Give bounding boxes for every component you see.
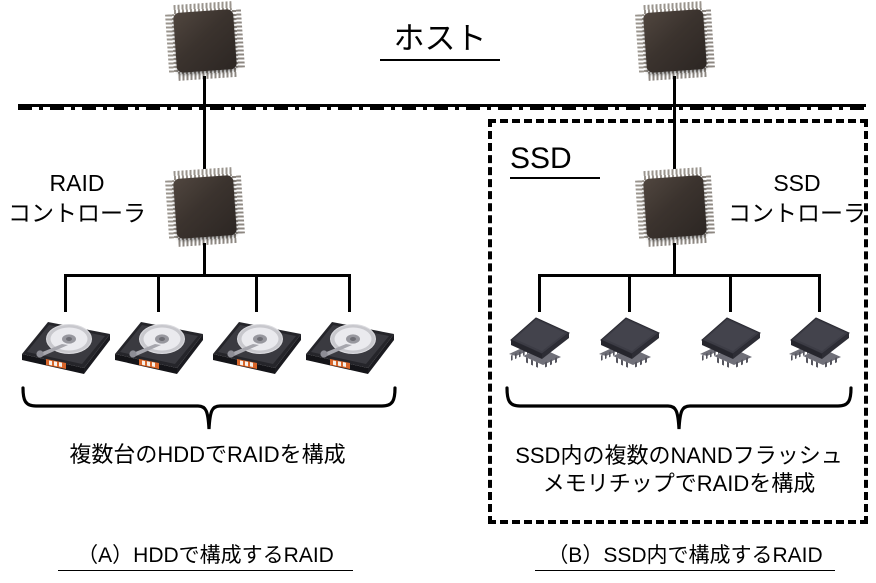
nand-chip-1 — [503, 310, 575, 368]
nand-flash-chip-icon — [700, 317, 761, 368]
hdd-group-brace — [14, 386, 404, 431]
curly-brace — [21, 386, 397, 430]
raid-controller-label-line1: RAID — [49, 170, 105, 196]
hdd-drop-2 — [157, 274, 160, 312]
hdd-drop-3 — [255, 274, 258, 312]
ssd-controller-chip — [633, 165, 716, 248]
nand-flash-chip-icon — [789, 317, 850, 368]
chip-body — [172, 8, 238, 74]
ssd-controller-bus-rail — [538, 274, 821, 277]
host-controller-chip-left — [163, 0, 246, 83]
raid-controller-bus-stem — [203, 243, 206, 275]
nand-chip-2 — [593, 310, 665, 368]
nand-group-caption-line1: SSD内の複数のNANDフラッシュ — [515, 443, 843, 468]
host-controller-chip-right — [633, 0, 716, 83]
nand-group-caption-line2: メモリチップでRAIDを構成 — [542, 471, 816, 496]
nand-group-brace — [498, 386, 860, 431]
host-to-ssd-controller-link — [673, 76, 676, 172]
hdd-3 — [209, 306, 305, 378]
host-title: ホスト — [380, 21, 500, 61]
nand-drop-1 — [538, 274, 541, 312]
nand-chip-3 — [694, 310, 766, 368]
nand-flash-chip-icon — [509, 317, 570, 368]
hdd-4 — [302, 306, 398, 378]
ssd-enclosure-label: SSD — [510, 141, 600, 180]
chip-body — [642, 8, 708, 74]
ssd-enclosure-box — [488, 119, 868, 524]
hard-disk-drive-icon — [22, 322, 110, 374]
hdd-drop-1 — [64, 274, 67, 312]
raid-controller-label-line2: コントローラ — [8, 200, 146, 226]
nand-drop-3 — [729, 274, 732, 312]
host-boundary-divider-stroke — [18, 107, 866, 110]
ssd-controller-bus-stem — [673, 243, 676, 275]
raid-controller-bus-rail — [64, 274, 351, 277]
host-to-raid-controller-link — [203, 76, 206, 172]
nand-drop-2 — [628, 274, 631, 312]
chip-body — [642, 174, 708, 240]
chip-body — [172, 174, 238, 240]
figure-caption-a: （A）HDDで構成するRAID — [58, 544, 353, 571]
ssd-controller-label-line1: SSD — [773, 170, 821, 196]
nand-drop-4 — [818, 274, 821, 312]
ssd-controller-label-line2: コントローラ — [728, 200, 866, 226]
nand-chip-4 — [783, 310, 855, 368]
nand-flash-chip-icon — [599, 317, 660, 368]
hdd-group-caption: 複数台のHDDでRAIDを構成 — [69, 442, 346, 467]
raid-controller-chip — [163, 165, 246, 248]
figure-caption-b: （B）SSD内で構成するRAID — [535, 544, 835, 571]
hard-disk-drive-icon — [306, 322, 394, 374]
hdd-1 — [18, 306, 114, 378]
hard-disk-drive-icon — [115, 322, 203, 374]
hard-disk-drive-icon — [213, 322, 301, 374]
hdd-drop-4 — [348, 274, 351, 312]
curly-brace — [505, 386, 853, 430]
host-boundary-divider — [18, 104, 866, 110]
hdd-2 — [111, 306, 207, 378]
